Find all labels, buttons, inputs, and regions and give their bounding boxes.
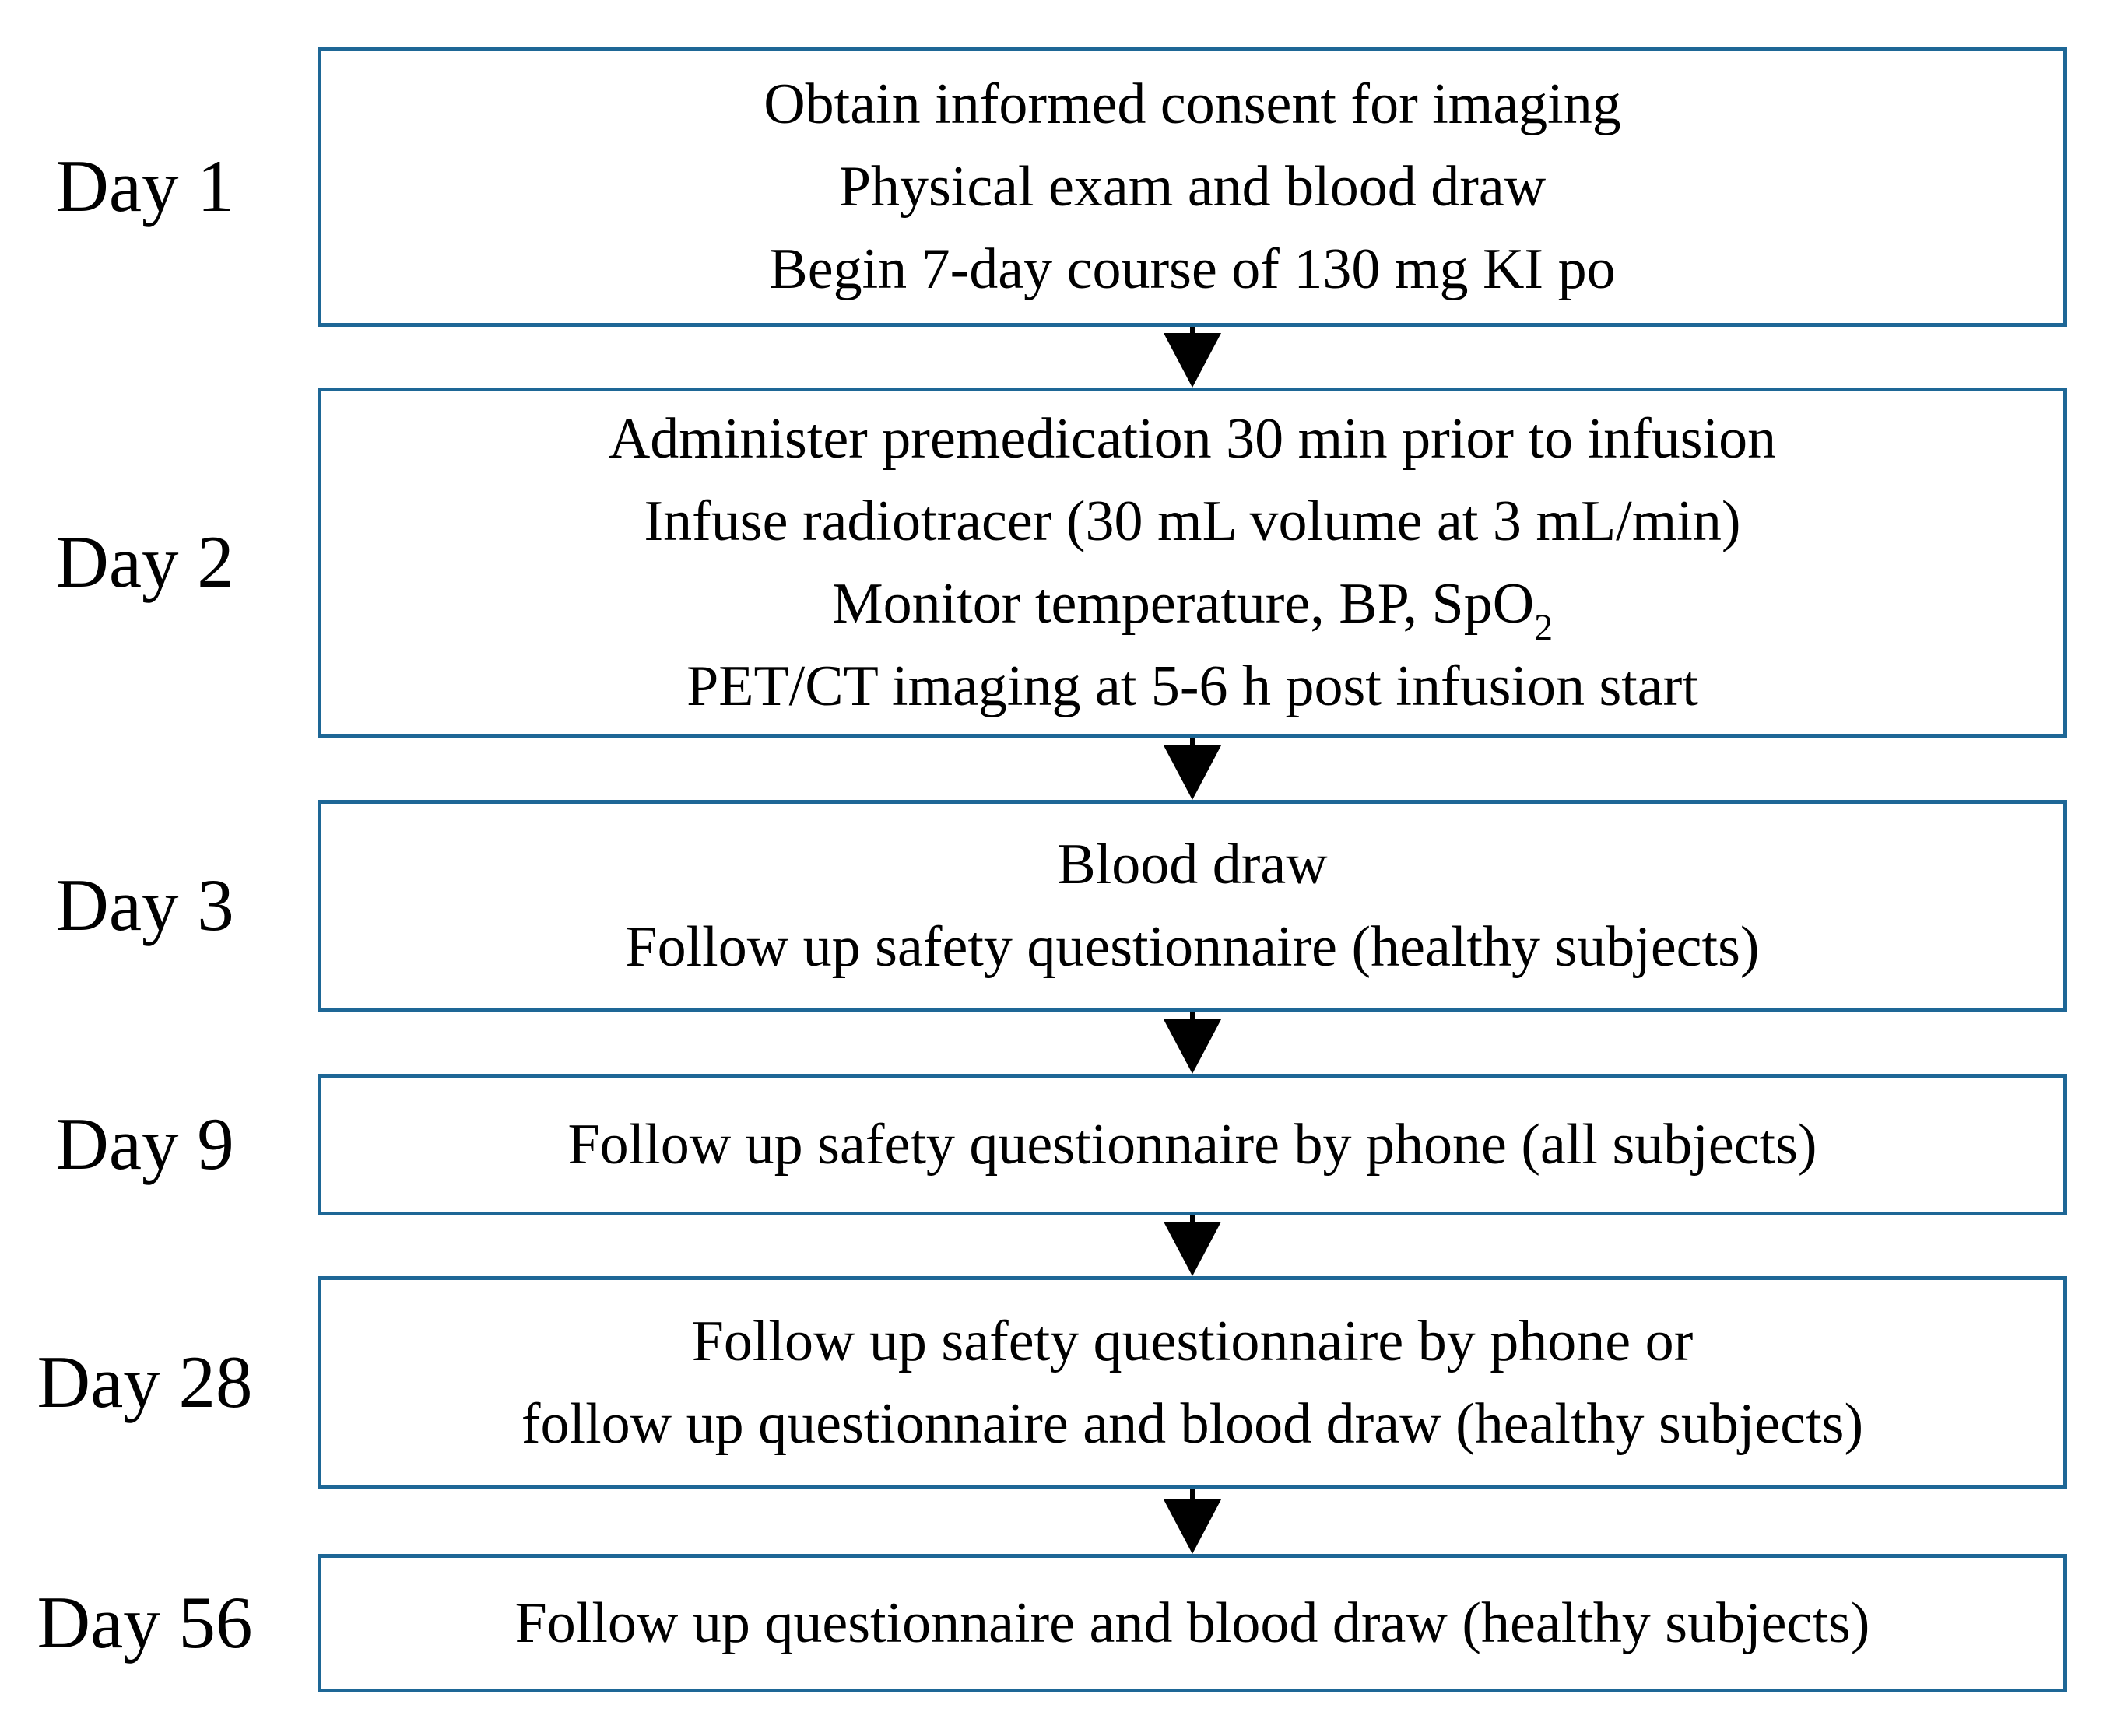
step-box-day-56: Follow up questionnaire and blood draw (… bbox=[318, 1554, 2067, 1692]
flow-gap bbox=[0, 1012, 2110, 1074]
down-arrow bbox=[1164, 1489, 1221, 1554]
day-1-label: Day 1 bbox=[55, 145, 234, 228]
day-9-label: Day 9 bbox=[55, 1103, 234, 1186]
step-text-line: Blood draw bbox=[1057, 833, 1328, 896]
arrow-head-icon bbox=[1164, 1222, 1221, 1276]
top-spacer bbox=[0, 0, 2110, 47]
arrow-stem bbox=[1190, 327, 1195, 333]
step-text-line: Follow up safety questionnaire by phone … bbox=[567, 1113, 1817, 1177]
step-text-line: Begin 7-day course of 130 mg KI po bbox=[769, 237, 1616, 301]
step-text-line: Follow up questionnaire and blood draw (… bbox=[514, 1591, 1870, 1655]
step-text-line: Follow up safety questionnaire by phone … bbox=[691, 1309, 1694, 1373]
step-box-day-1: Obtain informed consent for imaging Phys… bbox=[318, 47, 2067, 327]
arrow-stem bbox=[1190, 738, 1195, 745]
arrow-head-icon bbox=[1164, 1499, 1221, 1554]
step-text-line: Administer premedication 30 min prior to… bbox=[608, 407, 1777, 471]
arrow-head-icon bbox=[1164, 1019, 1221, 1074]
step-text-line: Physical exam and blood draw bbox=[838, 155, 1547, 219]
spo2-text: Monitor temperature, BP, SpO bbox=[831, 572, 1535, 636]
step-text-line: Infuse radiotracer (30 mL volume at 3 mL… bbox=[644, 489, 1741, 553]
flow-gap bbox=[0, 1489, 2110, 1554]
flow-step-row-day-56: Day 56 Follow up questionnaire and blood… bbox=[0, 1554, 2110, 1692]
arrow-stem bbox=[1190, 1489, 1195, 1499]
flow-step-row-day-9: Day 9 Follow up safety questionnaire by … bbox=[0, 1074, 2110, 1215]
step-box-day-28: Follow up safety questionnaire by phone … bbox=[318, 1276, 2067, 1489]
flow-gap bbox=[0, 327, 2110, 388]
flow-gap bbox=[0, 1215, 2110, 1276]
flow-step-row-day-2: Day 2 Administer premedication 30 min pr… bbox=[0, 388, 2110, 738]
arrow-stem bbox=[1190, 1215, 1195, 1222]
step-box-day-2: Administer premedication 30 min prior to… bbox=[318, 388, 2067, 738]
step-text-line: Follow up safety questionnaire (healthy … bbox=[625, 915, 1760, 979]
day-2-label: Day 2 bbox=[55, 521, 234, 604]
day-56-label: Day 56 bbox=[37, 1581, 253, 1664]
down-arrow bbox=[1164, 1215, 1221, 1276]
day-28-label: Day 28 bbox=[37, 1340, 253, 1423]
step-text-line: PET/CT imaging at 5-6 h post infusion st… bbox=[686, 654, 1698, 718]
flow-gap bbox=[0, 738, 2110, 800]
arrow-head-icon bbox=[1164, 745, 1221, 800]
step-text-line: Obtain informed consent for imaging bbox=[764, 72, 1621, 136]
spo2-subscript: 2 bbox=[1534, 607, 1554, 648]
flow-step-row-day-28: Day 28 Follow up safety questionnaire by… bbox=[0, 1276, 2110, 1489]
step-text-line-spo2: Monitor temperature, BP, SpO2 bbox=[831, 563, 1554, 648]
down-arrow bbox=[1164, 327, 1221, 388]
down-arrow bbox=[1164, 738, 1221, 800]
arrow-stem bbox=[1190, 1012, 1195, 1019]
flow-step-row-day-1: Day 1 Obtain informed consent for imagin… bbox=[0, 47, 2110, 327]
step-text-line: follow up questionnaire and blood draw (… bbox=[521, 1391, 1864, 1456]
step-box-day-3: Blood draw Follow up safety questionnair… bbox=[318, 800, 2067, 1012]
down-arrow bbox=[1164, 1012, 1221, 1074]
step-box-day-9: Follow up safety questionnaire by phone … bbox=[318, 1074, 2067, 1215]
day-3-label: Day 3 bbox=[55, 864, 234, 947]
arrow-head-icon bbox=[1164, 333, 1221, 388]
flow-step-row-day-3: Day 3 Blood draw Follow up safety questi… bbox=[0, 800, 2110, 1012]
